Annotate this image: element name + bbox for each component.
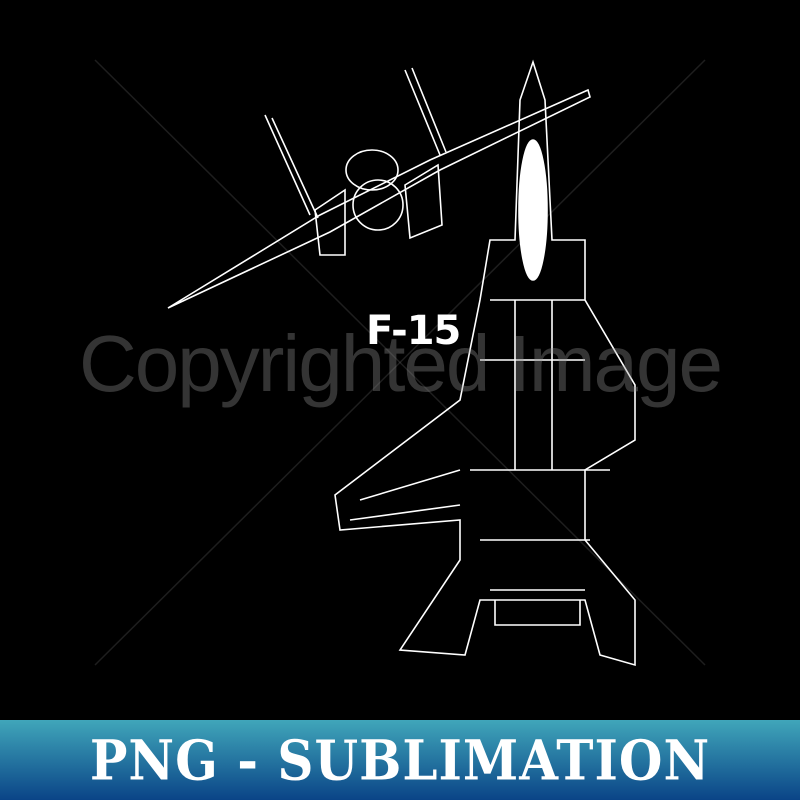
watermark-cross-lines (94, 59, 706, 666)
f15-blueprint-drawing (94, 59, 706, 667)
top-view-jet (334, 59, 636, 667)
banner-label: PNG - SUBLIMATION (89, 727, 711, 793)
sublimation-banner: PNG - SUBLIMATION (0, 720, 800, 800)
watermark-text: Copyrighted Image (79, 319, 723, 408)
front-view-jet (167, 67, 591, 309)
aircraft-title: F-15 (366, 308, 461, 354)
